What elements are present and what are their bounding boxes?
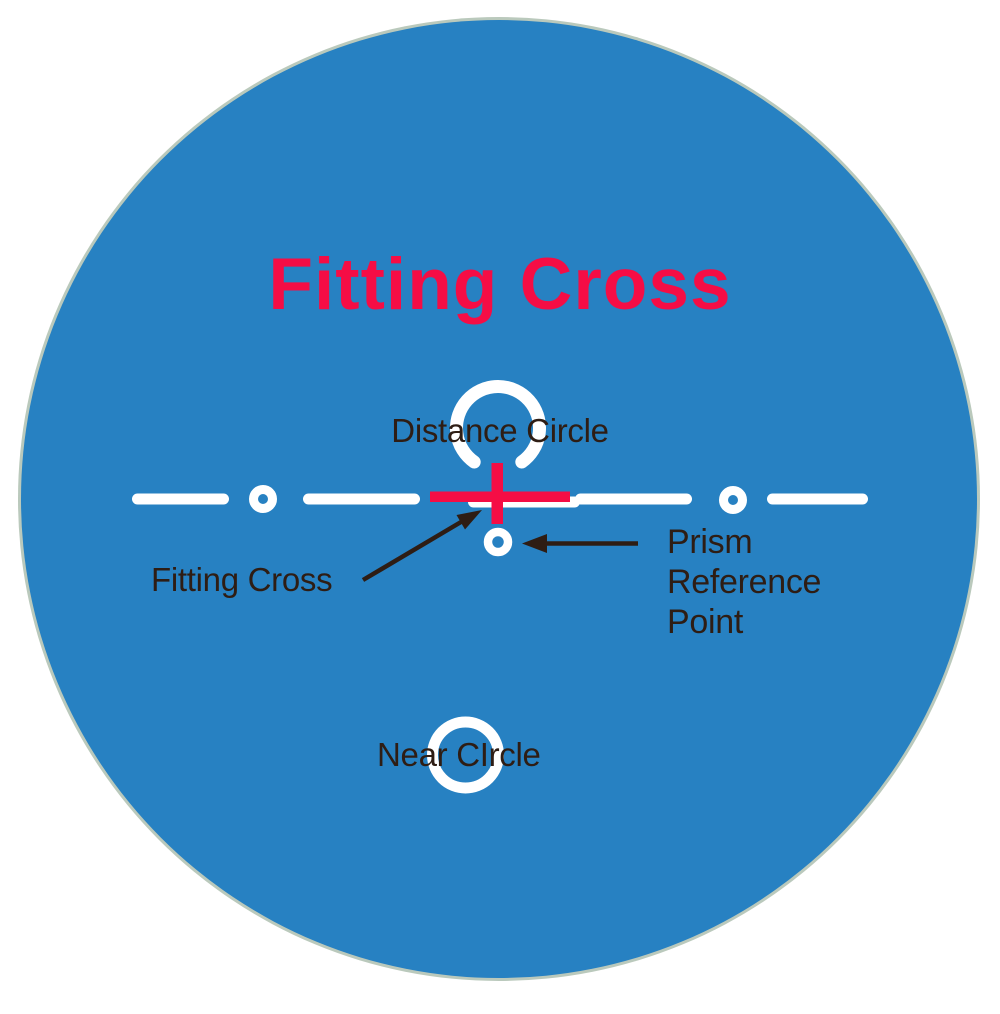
prism-label-line-2: Reference	[667, 563, 822, 601]
prism-reference-arrow-icon	[522, 534, 638, 553]
fitting-cross-label: Fitting Cross	[151, 561, 333, 598]
distance-circle-ring	[450, 380, 546, 469]
near-circle-ring	[427, 716, 504, 794]
prism-reference-arrowhead-icon	[522, 534, 547, 553]
distance-circle-label: Distance Circle	[391, 412, 609, 449]
fitting-cross-vertical-bar	[491, 463, 503, 524]
fitting-cross-arrow-icon	[361, 510, 482, 582]
left-inner-dash	[303, 493, 420, 505]
prism-reference-point-label: Prism Reference Point	[667, 522, 821, 642]
left-alignment-ring	[249, 485, 277, 513]
right-inner-dash	[575, 493, 692, 505]
left-outer-dash	[132, 493, 229, 505]
right-alignment-ring	[719, 486, 747, 514]
fitting-cross-arrowhead-icon	[456, 510, 482, 530]
fitting-cross-arrow-shaft	[361, 520, 463, 582]
near-circle-label: Near CIrcle	[377, 736, 541, 773]
prism-label-line-1: Prism	[667, 523, 753, 561]
prism-label-line-3: Point	[667, 603, 743, 641]
right-outer-dash	[767, 493, 868, 505]
fitting-cross-marker	[430, 463, 570, 524]
page-title: Fitting Cross	[268, 244, 732, 325]
prism-reference-point-ring	[483, 527, 513, 557]
